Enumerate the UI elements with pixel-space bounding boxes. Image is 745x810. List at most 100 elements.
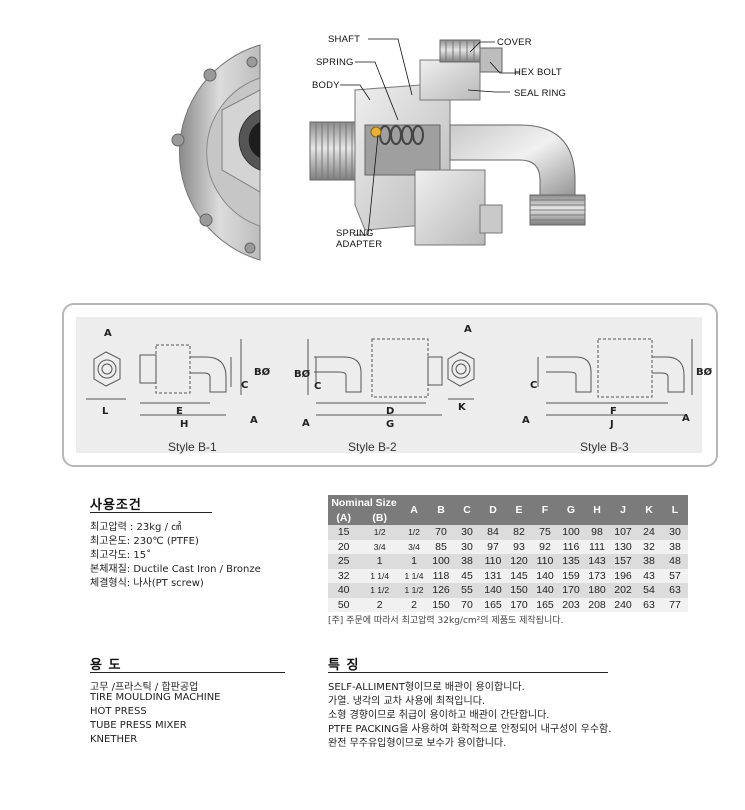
callout-shaft: SHAFT [328,34,361,45]
sub-header-b: (B) [359,510,400,525]
table-cell: 150 [428,597,454,612]
col-header: D [480,495,506,525]
style-drawings [86,338,693,416]
table-cell: 100 [558,525,584,540]
callout-cover: COVER [497,37,532,48]
table-cell: 25 [328,554,360,569]
conditions-title: 사용조건 [90,498,142,513]
callout-spring: SPRING [316,57,354,68]
table-cell: 111 [584,539,610,554]
b3-label-j: J [610,419,614,430]
table-cell: 43 [636,568,662,583]
style-drawings-background [76,317,702,453]
col-header: C [454,495,480,525]
style-b2-drawing [307,338,475,416]
b2-label-a2: A [464,324,472,335]
table-cell: 30 [454,525,480,540]
table-cell: 38 [662,539,688,554]
nominal-size-header: Nominal Size [328,495,400,510]
table-cell: 107 [610,525,636,540]
table-cell: 131 [480,568,506,583]
table-cell: 93 [506,539,532,554]
table-cell: 38 [454,554,480,569]
flange-photo [171,44,261,261]
style-b1-drawing [86,339,242,416]
col-header: B [428,495,454,525]
table-cell: 120 [506,554,532,569]
table-cell: 1/2 [400,525,428,540]
callout-body: BODY [312,80,340,91]
b3-label-a2: A [682,413,690,424]
col-header: E [506,495,532,525]
table-cell: 70 [428,525,454,540]
table-note: [주] 주문에 따라서 최고압력 32kg/cm²의 제품도 제작됩니다. [328,616,564,626]
table-cell: 1 1/2 [400,583,428,598]
table-cell: 98 [584,525,610,540]
b2-label-d: D [386,406,395,417]
table-cell: 135 [558,554,584,569]
usage-line: TIRE MOULDING MACHINE [90,692,221,703]
b1-label-a2: A [250,415,258,426]
rotary-joint-cutaway-illustration [171,38,586,261]
table-cell: 57 [662,568,688,583]
table-cell: 2 [400,597,428,612]
table-cell: 126 [428,583,454,598]
condition-angle: 최고각도: 15˚ [90,550,152,561]
table-cell: 202 [610,583,636,598]
table-cell: 143 [584,554,610,569]
b3-label-c: C [530,380,538,391]
table-cell: 130 [610,539,636,554]
table-cell: 196 [610,568,636,583]
table-cell: 208 [584,597,610,612]
col-header: G [558,495,584,525]
table-cell: 1/2 [359,525,400,540]
table-cell: 50 [328,597,360,612]
table-cell: 75 [532,525,558,540]
usage-line: 고무 /프라스틱 / 합판공업 [90,682,199,693]
usage-line: KNETHER [90,734,138,745]
b3-label-a1: A [522,415,530,426]
callout-hex-bolt: HEX BOLT [514,67,562,78]
table-cell: 40 [328,583,360,598]
table-cell: 1 [359,554,400,569]
table-cell: 159 [558,568,584,583]
col-header: L [662,495,688,525]
table-cell: 140 [532,583,558,598]
table-cell: 3/4 [400,539,428,554]
table-cell: 1 1/2 [359,583,400,598]
usage-line: TUBE PRESS MIXER [90,720,187,731]
table-cell: 32 [328,568,360,583]
b2-label-g: G [386,419,395,430]
col-header: K [636,495,662,525]
b1-label-a: A [104,328,112,339]
b3-label-f: F [610,406,617,417]
table-cell: 118 [428,568,454,583]
table-cell: 140 [480,583,506,598]
table-cell: 203 [558,597,584,612]
table-cell: 3/4 [359,539,400,554]
table-cell: 30 [662,525,688,540]
features-rule [328,672,608,673]
condition-connection: 체결형식: 나사(PT screw) [90,578,204,589]
table-cell: 165 [532,597,558,612]
usage-rule [90,672,285,673]
b1-label-h: H [180,419,189,430]
col-header: J [610,495,636,525]
style-b2-caption: Style B-2 [348,440,397,454]
table-cell: 140 [532,568,558,583]
table-cell: 1 1/4 [359,568,400,583]
feature-line: SELF-ALLIMENT형이므로 배관이 용이합니다. [328,682,525,693]
b3-label-b: BØ [696,367,713,378]
table-cell: 70 [454,597,480,612]
feature-line: PTFE PACKING을 사용하여 화학적으로 안정되어 내구성이 우수함. [328,724,612,735]
table-cell: 170 [506,597,532,612]
condition-temperature: 최고온도: 230℃ (PTFE) [90,536,199,547]
table-cell: 170 [558,583,584,598]
callout-seal-ring: SEAL RING [514,88,567,99]
style-drawings-panel: A L E C BØ H A BØ C D G A A K C F J BØ A… [62,303,718,467]
table-cell: 157 [610,554,636,569]
usage-title: 용 도 [90,658,122,673]
dimension-table: Nominal Size A B C D E F G H J K L (A) (… [328,495,688,612]
b2-label-c: C [314,381,322,392]
table-cell: 63 [636,597,662,612]
